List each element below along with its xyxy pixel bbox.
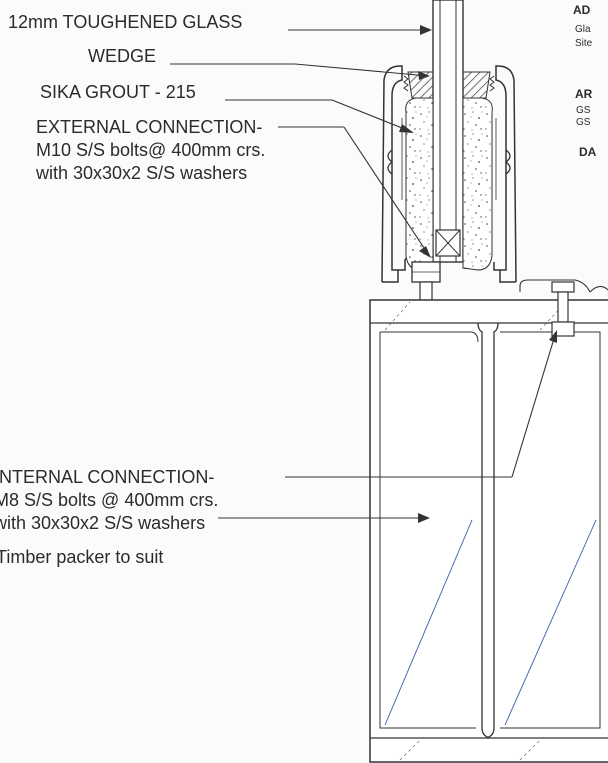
grout-fill-right	[462, 97, 493, 271]
internal-bolt	[519, 279, 608, 337]
title-block-ref-2: GS	[576, 117, 591, 128]
title-block-heading: AD	[573, 3, 591, 17]
glass-label: 12mm TOUGHENED GLASS	[8, 12, 243, 32]
external-connection-bolts: M10 S/S bolts@ 400mm crs.	[36, 140, 266, 160]
internal-connection-washers: with 30x30x2 S/S washers	[0, 513, 206, 533]
timber-beam	[369, 299, 608, 763]
external-connection-washers: with 30x30x2 S/S washers	[36, 163, 248, 183]
timber-packer-label: Timber packer to suit	[0, 547, 164, 567]
channel-section	[381, 65, 517, 283]
title-block-date: DA	[579, 145, 597, 159]
external-connection-label: EXTERNAL CONNECTION-	[36, 117, 263, 137]
grout-label: SIKA GROUT - 215	[40, 82, 196, 102]
title-block-line-2: Site	[575, 38, 593, 49]
grout-fill	[405, 97, 434, 271]
title-block-line-1: Gla	[575, 24, 591, 35]
title-block-section: AR	[575, 87, 593, 101]
internal-connection-bolts: M8 S/S bolts @ 400mm crs.	[0, 490, 219, 510]
wedge-label: WEDGE	[88, 46, 157, 66]
title-block-ref-1: GS	[576, 105, 591, 116]
setting-block	[435, 229, 461, 257]
wedge-detail	[403, 71, 495, 99]
leader-lines	[170, 25, 557, 523]
internal-connection-label: INTERNAL CONNECTION-	[0, 467, 215, 487]
glass-panel	[432, 0, 464, 263]
